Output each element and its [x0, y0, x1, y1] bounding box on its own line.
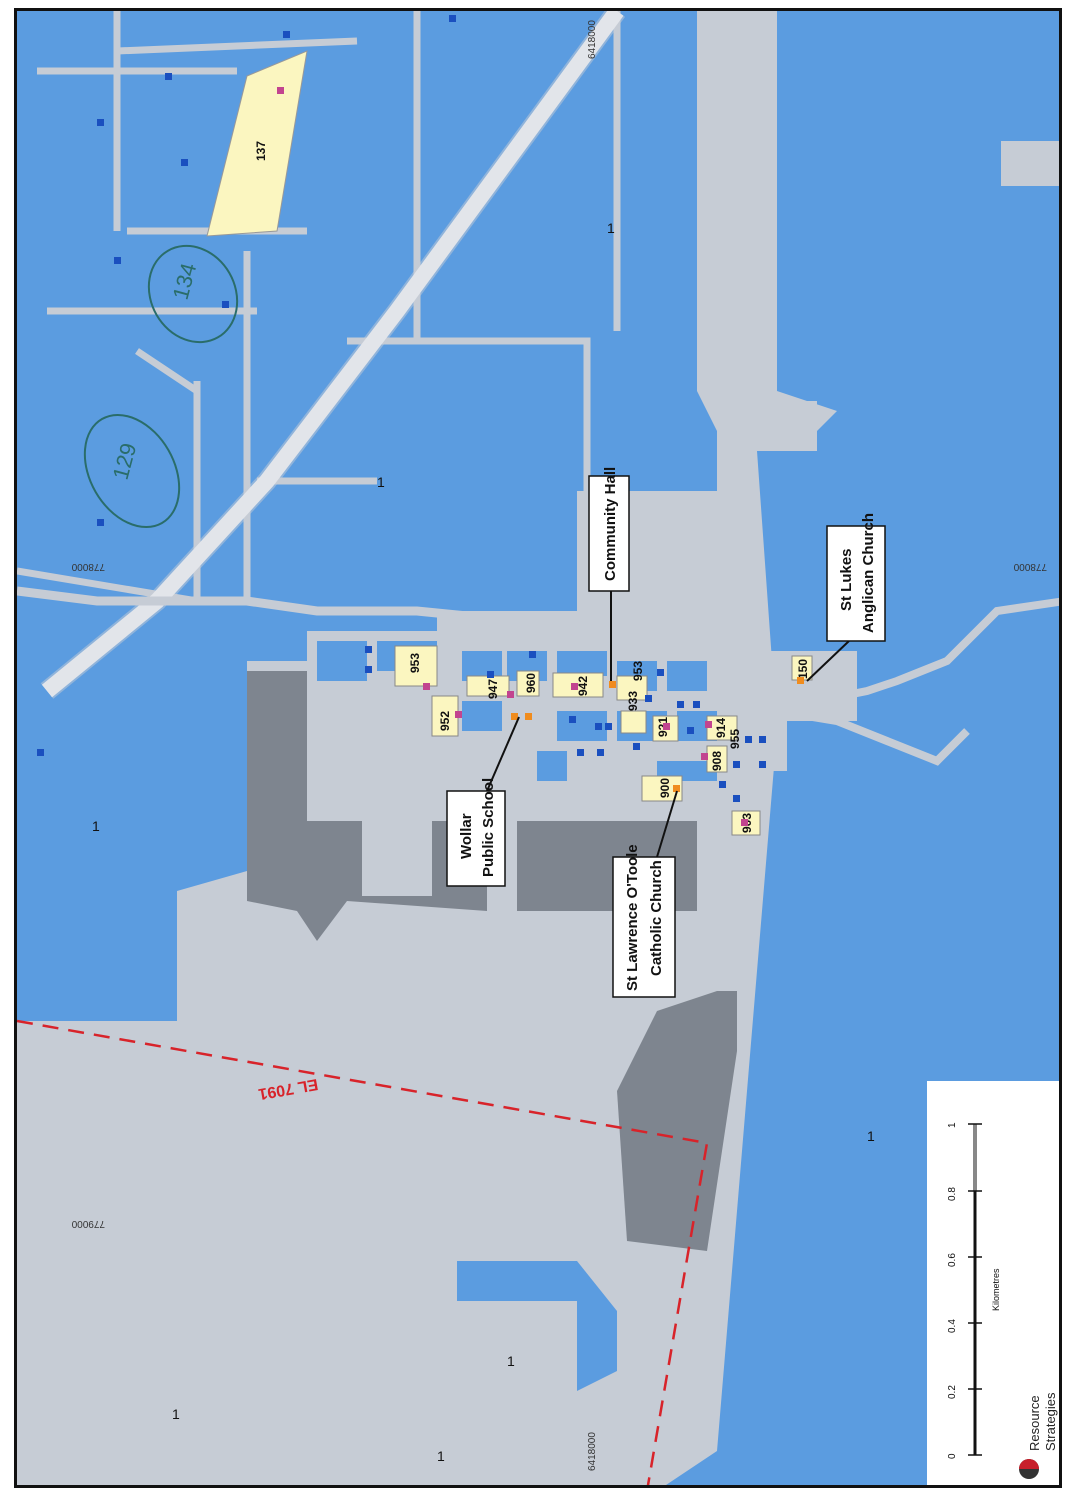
callout-wollar-school[interactable]: Wollar Public School: [446, 778, 506, 887]
lot-129-circle: [83, 413, 181, 529]
pink-markers: [277, 87, 748, 826]
zone-mark-3: 1: [92, 818, 100, 834]
lot-947-label: 947: [486, 679, 500, 699]
lot-933-label: 933: [626, 691, 640, 711]
zone-mark-7: 1: [437, 1448, 445, 1464]
callout-community-hall[interactable]: Community Hall: [588, 467, 630, 592]
callout-community-hall-text: Community Hall: [602, 467, 619, 581]
coord-left-upper: 778000: [71, 561, 105, 572]
callout-leaders: [486, 591, 850, 858]
brand-line2: Strategies: [1043, 1392, 1058, 1451]
zone-mark-2: 1: [377, 474, 385, 490]
light-grey-block: [362, 816, 432, 896]
coord-right-upper: 778000: [1013, 561, 1047, 572]
lot-137-label: 137: [254, 141, 268, 161]
el-boundary-line: [17, 1019, 709, 1485]
lot-150-label: 150: [796, 659, 810, 679]
zone-mark-6: 1: [172, 1406, 180, 1422]
right-grey-parcel: [697, 11, 837, 431]
legend-panel: 0 0.2 0.4 0.6 0.8 1 Kilometres Resource …: [927, 1081, 1059, 1485]
brand-line1: Resource: [1027, 1395, 1042, 1451]
lot-134-circle: [147, 244, 239, 344]
lot-908-label: 908: [710, 751, 724, 771]
scale-unit-label: Kilometres: [991, 1268, 1001, 1311]
lot-953b-label: 953: [631, 661, 645, 681]
zone-mark-5: 1: [507, 1353, 515, 1369]
main-road-edge: [40, 11, 626, 699]
zone-mark-1: 1: [607, 220, 615, 236]
scale-tick-0: 0: [947, 1453, 958, 1459]
coord-bottom: 6418000: [587, 1432, 598, 1471]
callout-st-lawrence[interactable]: St Lawrence O'Toole Catholic Church: [612, 844, 676, 998]
lot-952-label: 952: [438, 711, 452, 731]
lot-942-label: 942: [576, 676, 590, 696]
brand-logo-icon: [1019, 1459, 1039, 1479]
callout-st-lukes-line1: St Lukes: [838, 548, 855, 611]
lot-960-label: 960: [524, 673, 538, 693]
lot-900-label: 900: [658, 778, 672, 798]
creek: [776, 597, 1059, 715]
map-frame[interactable]: 137 134 129 953 952 947 960 942 933 953 …: [14, 8, 1062, 1488]
creek-west: [17, 586, 518, 626]
blue-markers: [37, 15, 766, 802]
callout-wollar-line2: Public School: [480, 778, 497, 877]
lot-137-parcel: [206, 50, 308, 237]
zone-mark-4: 1: [867, 1128, 875, 1144]
callout-st-lawrence-line2: Catholic Church: [648, 860, 665, 976]
callout-wollar-line1: Wollar: [458, 813, 475, 859]
lot-955-label: 955: [728, 729, 742, 749]
callout-st-lukes-line2: Anglican Church: [860, 513, 877, 633]
scale-tick-1: 0.2: [947, 1385, 958, 1399]
coord-left-lower: 779000: [71, 1218, 105, 1229]
callout-st-lawrence-line1: St Lawrence O'Toole: [624, 844, 641, 991]
map-canvas[interactable]: 137 134 129 953 952 947 960 942 933 953 …: [17, 11, 1062, 1488]
callout-st-lukes[interactable]: St Lukes Anglican Church: [826, 513, 886, 642]
dark-grey-region-south: [617, 991, 737, 1251]
coord-top: 6418000: [587, 20, 598, 59]
orange-markers: [511, 677, 804, 792]
scale-tick-5: 1: [947, 1122, 958, 1128]
scale-tick-2: 0.4: [947, 1319, 958, 1333]
lot-953-label: 953: [408, 653, 422, 673]
creek-south: [776, 707, 970, 766]
lot-914-label: 914: [714, 718, 728, 738]
scale-tick-4: 0.8: [947, 1187, 958, 1201]
small-grey-parcel: [1001, 141, 1059, 186]
scale-tick-3: 0.6: [947, 1253, 958, 1267]
